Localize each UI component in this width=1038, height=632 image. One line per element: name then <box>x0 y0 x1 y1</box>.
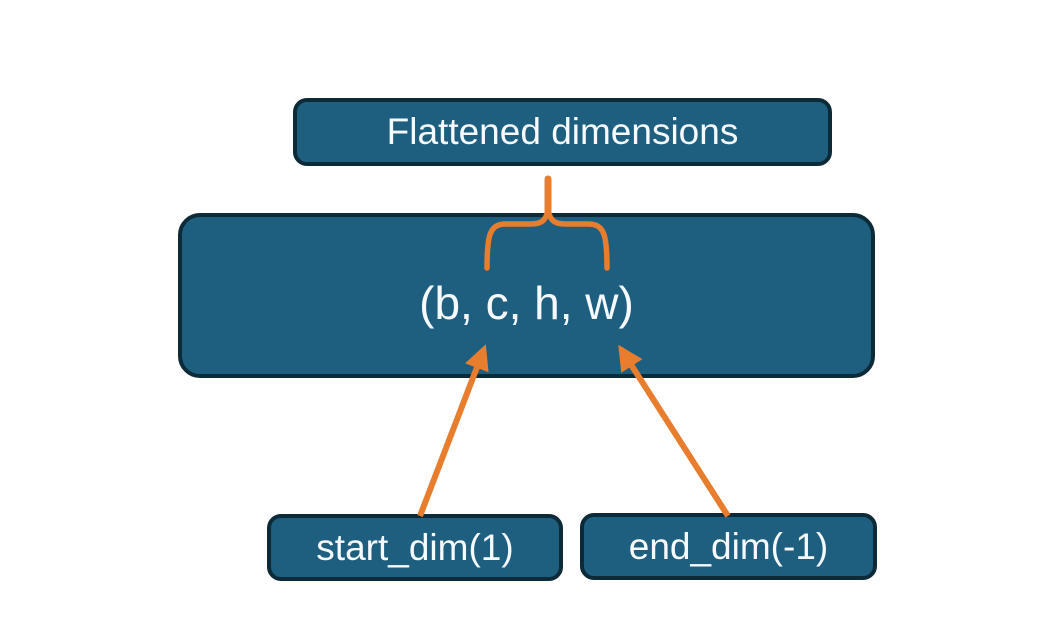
node-flattened-dimensions: Flattened dimensions <box>293 98 832 166</box>
node-start-dim: start_dim(1) <box>267 514 563 581</box>
end-dim-label: end_dim(-1) <box>628 525 829 567</box>
start-dim-label: start_dim(1) <box>316 526 514 568</box>
node-tensor-shape: (b, c, h, w) <box>178 213 875 378</box>
tensor-shape-label: (b, c, h, w) <box>419 276 634 329</box>
node-end-dim: end_dim(-1) <box>580 513 877 580</box>
flattened-dimensions-label: Flattened dimensions <box>386 111 739 152</box>
